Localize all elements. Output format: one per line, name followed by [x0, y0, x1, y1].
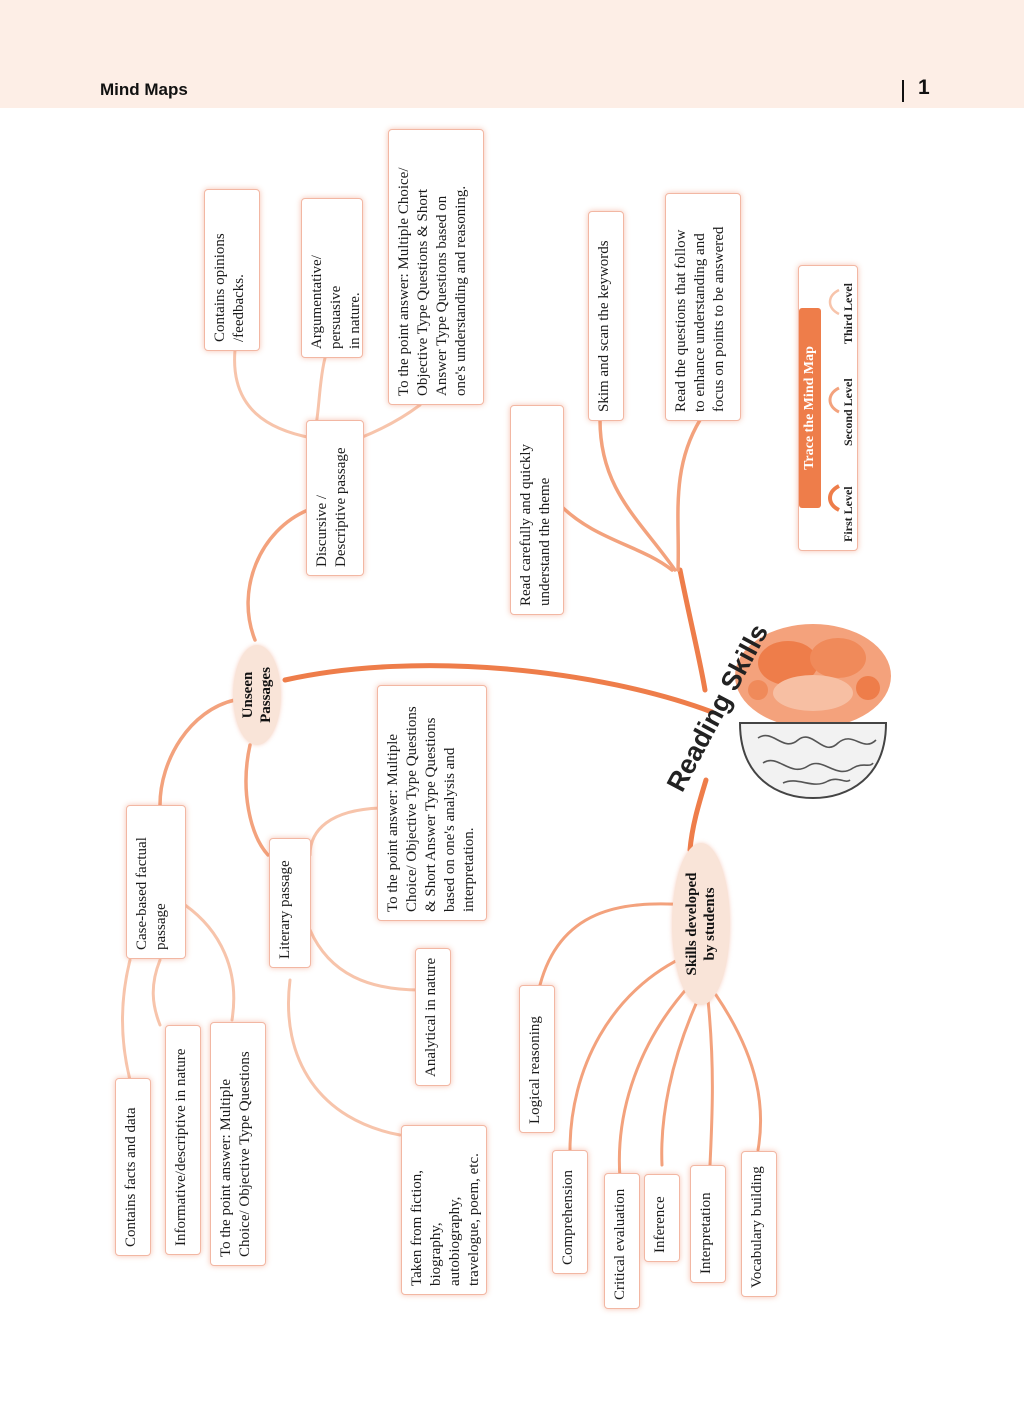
link-disc-3	[358, 403, 422, 440]
link-unseen-literary	[244, 743, 270, 857]
legend-third-level: Third Level	[841, 282, 855, 344]
link-case-2	[151, 958, 162, 1027]
link-skill-6	[714, 993, 763, 1152]
node-discursive-passage: Discursive / Descriptive passage	[306, 420, 364, 576]
hub-skills-developed: Skills developed by students	[672, 843, 730, 1005]
legend-first-level: First Level	[841, 486, 855, 542]
link-tips-1	[558, 503, 674, 572]
link-case-1	[121, 958, 132, 1082]
link-unseen-discursive	[246, 508, 310, 642]
node-skill-logical-reasoning: Logical reasoning	[519, 985, 555, 1133]
node-case-answer: To the point answer: Multiple Choice/ Ob…	[210, 1022, 266, 1266]
legend-second-level: Second Level	[841, 378, 855, 446]
link-skill-3	[617, 983, 692, 1180]
link-skill-2	[568, 953, 690, 1152]
legend-title: Trace the Mind Map	[799, 308, 821, 508]
node-skill-inference: Inference	[644, 1174, 680, 1262]
hub-unseen-passages: Unseen Passages	[233, 645, 281, 745]
node-skill-vocabulary-building: Vocabulary building	[741, 1151, 777, 1297]
link-lit-2	[308, 928, 422, 992]
legend-first-level-marker	[828, 484, 841, 512]
link-lit-3	[287, 978, 402, 1137]
node-tip-read-carefully: Read carefully and quickly understand th…	[510, 405, 564, 615]
link-center-unseen	[282, 663, 715, 715]
link-tips-3	[676, 418, 702, 572]
node-literary-analytical: Analytical in nature	[415, 948, 451, 1086]
node-discursive-argumentative: Argumentative/ persuasive in nature.	[301, 198, 363, 358]
node-case-informative: Informative/descriptive in nature	[165, 1025, 201, 1255]
link-skill-4	[660, 993, 702, 1167]
node-case-facts: Contains facts and data	[115, 1078, 151, 1256]
link-lit-1	[308, 806, 382, 857]
header-divider	[902, 80, 904, 102]
node-literary-passage: Literary passage	[269, 838, 311, 968]
page-header: Mind Maps 1	[0, 0, 1024, 108]
node-literary-answer: To the point answer: Multiple Choice/ Ob…	[377, 685, 487, 921]
brain-icon	[735, 624, 891, 800]
node-literary-sources: Taken from fiction, biography, autobiogr…	[401, 1125, 487, 1295]
legend-level-markers	[828, 288, 841, 512]
node-tip-skim-scan: Skim and scan the keywords	[588, 211, 624, 421]
page-number: 1	[918, 76, 930, 99]
node-discursive-answer: To the point answer: Multiple Choice/ Ob…	[388, 129, 484, 405]
node-skill-critical-evaluation: Critical evaluation	[604, 1173, 640, 1309]
legend-second-level-marker	[828, 386, 840, 414]
link-skill-5	[706, 998, 714, 1167]
header-title: Mind Maps	[100, 80, 188, 99]
legend-third-level-marker	[828, 288, 840, 316]
link-unseen-casebased	[158, 698, 237, 807]
node-discursive-opinions: Contains opinions /feedbacks.	[204, 189, 260, 351]
link-skill-1	[538, 902, 690, 987]
node-tip-read-questions: Read the questions that follow to enhanc…	[665, 193, 741, 421]
legend: Trace the Mind Map First Level Second Le…	[798, 265, 858, 551]
link-center-tips	[677, 567, 708, 693]
node-skill-comprehension: Comprehension	[552, 1150, 588, 1274]
node-skill-interpretation: Interpretation	[690, 1165, 726, 1283]
link-case-3	[183, 903, 236, 1022]
node-case-based-passage: Case-based factual passage	[126, 805, 186, 959]
link-disc-1	[233, 348, 314, 440]
link-tips-2	[598, 418, 677, 572]
link-center-skills	[687, 777, 709, 853]
